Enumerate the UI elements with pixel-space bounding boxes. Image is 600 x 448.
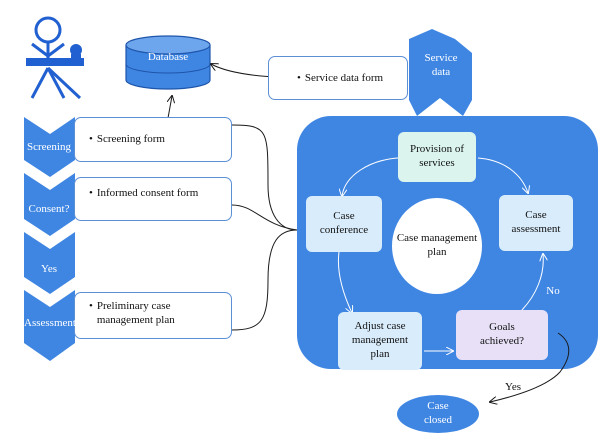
no-label-text: No: [546, 285, 560, 298]
person-icon: [26, 16, 84, 100]
step-assessment: Assessment: [18, 316, 82, 332]
bullet-icon: •: [89, 187, 93, 199]
case-assessment-line2: assessment: [511, 223, 561, 235]
conference-node-shape: [306, 196, 382, 252]
adjust-line2: management: [351, 334, 409, 347]
adjust-plan-node: Adjust case management plan: [338, 312, 422, 370]
service-data-form-box: • Service data form: [268, 56, 408, 100]
provision-line1: Provision of: [409, 143, 465, 156]
case-conference-node: Case conference: [306, 196, 382, 252]
case-closed-ellipse: [397, 395, 479, 433]
adjust-line1: Adjust case: [354, 320, 406, 333]
database-label: Database: [128, 50, 208, 66]
case-conference-line2: conference: [319, 224, 369, 236]
case-closed-line1: Case: [427, 400, 449, 413]
yes-label-text: Yes: [504, 381, 521, 394]
preliminary-plan-label: Preliminary case management plan: [97, 299, 175, 328]
database-icon: [125, 35, 211, 90]
cycle-arrows: [337, 157, 543, 351]
service-data-form-label: Service data form: [304, 71, 384, 84]
case-closed-line2: closed: [423, 414, 453, 426]
step-consent-label: Consent?: [28, 203, 70, 216]
provision-node-shape: [398, 132, 476, 182]
yes-label: Yes: [498, 381, 528, 395]
screening-form-box: • Screening form: [74, 117, 232, 162]
consent-form-label: Informed consent form: [96, 187, 199, 199]
consent-form-box: • Informed consent form: [74, 177, 232, 221]
service-data-label: Service data: [412, 52, 470, 80]
step-screening-label: Screening: [27, 141, 71, 154]
service-data-shape: [409, 29, 472, 116]
bullet-icon: •: [297, 71, 301, 84]
database-label-text: Database: [147, 51, 189, 64]
step-screening: Screening: [20, 140, 78, 156]
center-line2: plan: [427, 246, 447, 258]
case-closed-label: Case closed: [400, 398, 476, 430]
adjust-line3: plan: [370, 347, 390, 360]
bullet-icon: •: [89, 300, 93, 312]
preliminary-plan-line2: management plan: [96, 314, 175, 327]
process-steps: [24, 117, 75, 361]
assessment-node-shape: [499, 195, 573, 251]
adjust-node-shape: [338, 312, 422, 370]
goals-node-shape: [456, 310, 548, 360]
provision-node: Provision of services: [398, 132, 476, 182]
provision-line2: services: [419, 157, 455, 169]
case-assessment-line1: Case: [525, 209, 547, 222]
goals-line2: achieved?: [480, 335, 524, 347]
center-line1: Case management: [396, 232, 478, 245]
plan-ellipse: [392, 198, 482, 294]
goals-achieved-node: Goals achieved?: [456, 310, 548, 360]
case-conference-line1: Case: [333, 210, 355, 223]
step-assessment-label: Assessment: [24, 317, 76, 330]
service-data-line2: data: [431, 66, 451, 78]
preliminary-plan-box: • Preliminary case management plan: [74, 292, 232, 339]
screening-form-label: Screening form: [96, 133, 165, 146]
step-yes: Yes: [20, 262, 78, 278]
case-assessment-node: Case assessment: [499, 195, 573, 251]
step-consent: Consent?: [20, 202, 78, 218]
goals-line1: Goals: [489, 321, 515, 334]
preliminary-plan-line1: Preliminary case: [96, 300, 171, 312]
case-management-plan-center: Case management plan: [392, 222, 482, 270]
bullet-icon: •: [89, 133, 93, 146]
step-yes-label: Yes: [40, 263, 57, 276]
service-data-line1: Service: [424, 52, 458, 65]
no-label: No: [540, 285, 566, 299]
